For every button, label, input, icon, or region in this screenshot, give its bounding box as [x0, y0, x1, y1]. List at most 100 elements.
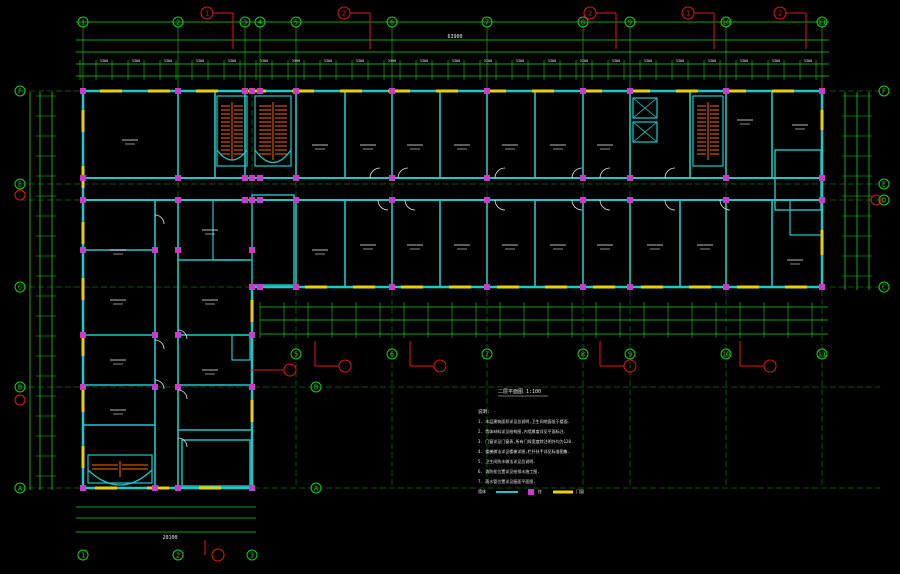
door-swing: [377, 199, 389, 211]
column: [627, 175, 633, 181]
column-axis-bubble-top-label: 11: [818, 19, 826, 27]
column: [175, 384, 181, 390]
column-axis-bubble-top-label: 7: [485, 19, 489, 27]
door-swing: [571, 167, 583, 179]
column-axis-bubble-bottom: [290, 348, 302, 360]
row-axis-bubble-right: [878, 85, 890, 97]
door-swing: [404, 199, 416, 211]
row-axis-bubble-left-label: E: [18, 181, 22, 189]
column-axis-bubble-top: [481, 16, 493, 28]
door-swing: [177, 437, 188, 448]
legend-label: 墙体: [478, 488, 486, 494]
row-axis-bubble-mid: [310, 381, 322, 393]
door-swing: [154, 339, 165, 350]
row-axis-bubble-left: [14, 381, 26, 393]
dimension-value-top: 3300: [580, 59, 588, 63]
row-axis-bubble-mid-label: B: [314, 384, 318, 392]
column-axis-bubble-top-label: 6: [390, 19, 394, 27]
column: [580, 88, 586, 94]
section-callout-bottom-left: [211, 548, 225, 562]
column: [249, 175, 255, 181]
column: [580, 175, 586, 181]
column: [389, 284, 395, 290]
column: [242, 88, 248, 94]
column-axis-bubble-top-label: 9: [628, 19, 632, 27]
row-axis-bubble-left-label: B: [18, 384, 22, 392]
dimension-value-top: 3300: [420, 59, 428, 63]
door-swing: [177, 389, 188, 400]
column: [723, 175, 729, 181]
column: [580, 197, 586, 203]
column-axis-bubble-bottom-label: 5: [294, 351, 298, 359]
column: [819, 88, 825, 94]
column-axis-bubble-bottom: [624, 348, 636, 360]
column-axis-bubble-bottom: [246, 549, 258, 561]
stair-4-outline: [87, 454, 153, 484]
column-axis-bubble-bottom: [481, 348, 493, 360]
column-axis-bubble-top: [172, 16, 184, 28]
column: [293, 88, 299, 94]
column: [249, 284, 255, 290]
column-axis-bubble-bottom-label: 6: [390, 351, 394, 359]
column: [293, 197, 299, 203]
dimension-value-top: 3300: [164, 59, 172, 63]
section-callout-label: 2: [778, 10, 782, 18]
column-axis-bubble-bottom-label: 3: [250, 552, 254, 560]
column: [242, 197, 248, 203]
column: [249, 384, 255, 390]
column: [175, 197, 181, 203]
dimension-value-top: 3300: [228, 59, 236, 63]
column: [249, 332, 255, 338]
column: [80, 175, 86, 181]
elevation-callout: [14, 189, 26, 201]
dimension-value-top: 3300: [484, 59, 492, 63]
column-axis-bubble-top-label: 4: [258, 19, 262, 27]
column: [80, 485, 86, 491]
door-swing: [397, 167, 409, 179]
toilet-block-east: [789, 199, 823, 236]
row-axis-bubble-left: [14, 178, 26, 190]
stair-landing-curve: [254, 149, 292, 164]
column-axis-bubble-top-label: 5: [294, 19, 298, 27]
dimension-value-top: 3300: [452, 59, 460, 63]
column-axis-bubble-top: [624, 16, 636, 28]
column: [80, 332, 86, 338]
column: [293, 284, 299, 290]
section-callout-bottom: [338, 359, 352, 373]
column-axis-bubble-bottom: [720, 348, 732, 360]
column: [723, 197, 729, 203]
column-axis-bubble-bottom: [172, 549, 184, 561]
column: [389, 88, 395, 94]
row-axis-bubble-right-label: E: [882, 181, 886, 189]
stair-landing-curve: [216, 149, 248, 161]
column-axis-bubble-bottom: [816, 348, 828, 360]
door-swing: [494, 167, 506, 179]
column: [723, 284, 729, 290]
dimension-value-top: 3300: [196, 59, 204, 63]
dimension-value-top: 3300: [708, 59, 716, 63]
elevation-callout: [870, 194, 882, 206]
door-swing: [154, 379, 165, 390]
column-axis-bubble-bottom: [77, 549, 89, 561]
column: [175, 485, 181, 491]
column: [80, 88, 86, 94]
notes-heading: 说明:: [478, 408, 490, 415]
column: [152, 384, 158, 390]
dimension-value-top: 3300: [260, 59, 268, 63]
column: [249, 247, 255, 253]
row-axis-bubble-left: [14, 85, 26, 97]
legend-label: 门窗: [576, 488, 584, 494]
column: [257, 175, 263, 181]
dimension-value-top: 3300: [100, 59, 108, 63]
column-axis-bubble-bottom-label: 9: [628, 351, 632, 359]
notes-line: 4. 楼梯做法详见楼梯详图,栏杆扶手详见标准图集.: [478, 448, 570, 454]
door-swing: [599, 199, 611, 211]
column-axis-bubble-top: [816, 16, 828, 28]
door-swing: [177, 329, 188, 340]
door-swing: [664, 199, 676, 211]
column: [80, 247, 86, 253]
column: [249, 485, 255, 491]
row-axis-bubble-right-label: C: [882, 284, 886, 292]
column-axis-bubble-top: [77, 16, 89, 28]
